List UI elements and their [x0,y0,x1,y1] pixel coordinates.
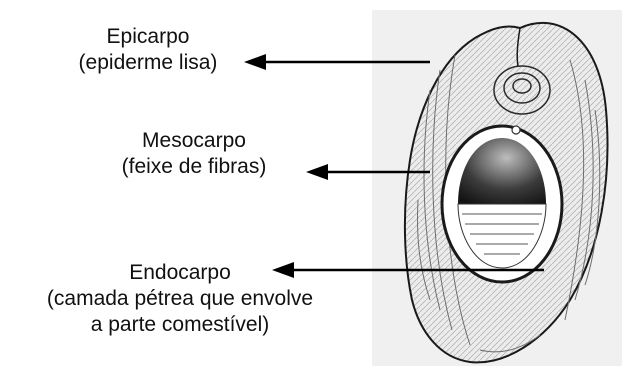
label-mesocarpo-name: Mesocarpo [94,128,294,154]
label-epicarpo: Epicarpo (epiderme lisa) [48,24,248,76]
label-endocarpo-desc-1: (camada pétrea que envolve [0,286,360,312]
label-epicarpo-name: Epicarpo [48,24,248,50]
label-mesocarpo-desc: (feixe de fibras) [94,154,294,180]
label-endocarpo-name: Endocarpo [0,260,360,286]
label-mesocarpo: Mesocarpo (feixe de fibras) [94,128,294,180]
label-endocarpo-desc-2: a parte comestível) [0,312,360,338]
label-epicarpo-desc: (epiderme lisa) [48,50,248,76]
label-endocarpo: Endocarpo (camada pétrea que envolve a p… [0,260,360,338]
